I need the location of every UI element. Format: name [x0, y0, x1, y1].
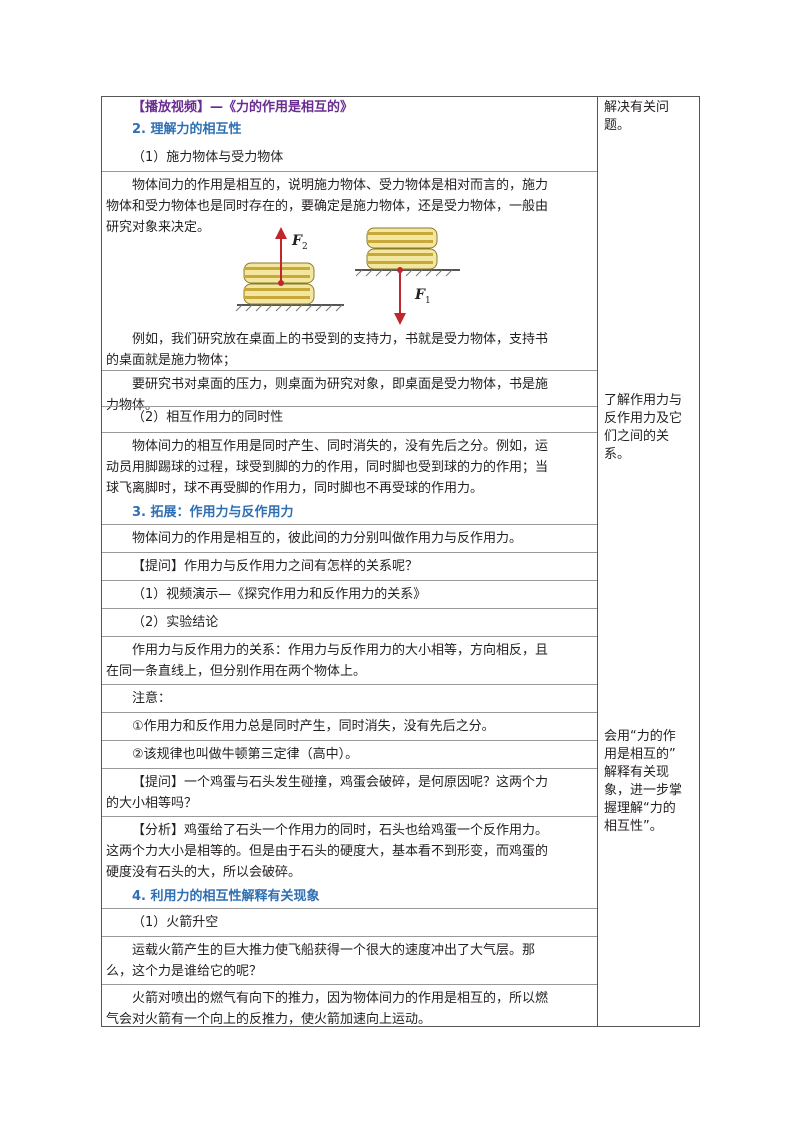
objective-1: 解决有关问 题。 — [604, 100, 670, 133]
question-line: 的大小相等吗？ — [106, 796, 198, 811]
section-heading-3: 3. 拓展：作用力与反作用力 — [132, 505, 294, 520]
list-item: （1）视频演示—《探究作用力和反作用力的关系》 — [132, 587, 427, 602]
row-divider — [102, 984, 597, 985]
row-divider — [102, 580, 597, 581]
row-divider — [102, 936, 597, 937]
force-sub-2: 2 — [302, 242, 308, 252]
paragraph-line: 气会对火箭有一个向上的反推力，使火箭加速向上运动。 — [106, 1012, 432, 1026]
note-label: 注意： — [132, 691, 172, 706]
row-divider — [102, 908, 597, 909]
book-top-right — [366, 227, 438, 249]
row-divider — [102, 608, 597, 609]
paragraph-line: 例如，我们研究放在桌面上的书受到的支持力，书就是受力物体，支持书 — [132, 332, 549, 347]
row-divider — [102, 171, 597, 172]
paragraph-line: 要研究书对桌面的压力，则桌面为研究对象，即桌面是受力物体，书是施 — [132, 377, 549, 392]
lesson-table — [101, 96, 700, 1027]
paragraph-line: 的桌面就是施力物体； — [106, 353, 237, 368]
force-sub-1: 1 — [425, 296, 431, 306]
note-item: ②该规律也叫做牛顿第三定律（高中）。 — [132, 747, 359, 762]
row-divider — [102, 712, 597, 713]
objective-3: 会用“力的作 用是相互的” 解释有关现 象，进一步掌 握理解“力的 相互性”。 — [604, 729, 683, 834]
section-heading-4: 4. 利用力的相互性解释有关现象 — [132, 889, 320, 904]
note-item: ①作用力和反作用力总是同时产生，同时消失，没有先后之分。 — [132, 719, 495, 734]
books-force-figure: F 2 F 1 — [235, 227, 460, 325]
row-divider — [102, 768, 597, 769]
paragraph-line: 作用力与反作用力的关系：作用力与反作用力的大小相等，方向相反，且 — [132, 643, 549, 658]
row-divider — [102, 684, 597, 685]
row-divider — [102, 432, 597, 433]
row-divider — [102, 524, 597, 525]
subheading-2: （2）相互作用力的同时性 — [132, 410, 284, 425]
objective-2: 了解作用力与 反作用力及它 们之间的关 系。 — [604, 393, 683, 462]
analysis-line: 硬度没有石头的大，所以会破碎。 — [106, 865, 302, 880]
paragraph-line: 研究对象来决定。 — [106, 220, 211, 235]
paragraph-line: 球飞离脚时，球不再受脚的作用力，同时脚也不再受球的作用力。 — [106, 481, 484, 496]
row-divider — [102, 370, 597, 371]
paragraph-line: 物体间力的作用是相互的，彼此间的力分别叫做作用力与反作用力。 — [132, 531, 523, 546]
force-label-f1: F — [414, 287, 426, 303]
paragraph-line: 运载火箭产生的巨大推力使飞船获得一个很大的速度冲出了大气层。那 — [132, 943, 536, 958]
analysis-line: 这两个力大小是相等的。但是由于石头的硬度大，基本看不到形变，而鸡蛋的 — [106, 844, 549, 859]
video-heading: 【播放视频】—《力的作用是相互的》 — [132, 100, 354, 115]
paragraph-line: 么，这个力是谁给它的呢？ — [106, 964, 263, 979]
column-divider — [597, 96, 598, 1027]
row-divider — [102, 636, 597, 637]
paragraph-line: 动员用脚踢球的过程，球受到脚的力的作用，同时脚也受到球的力的作用；当 — [106, 460, 549, 475]
paragraph-line: 火箭对喷出的燃气有向下的推力，因为物体间力的作用是相互的，所以燃 — [132, 991, 549, 1006]
book-top-left — [243, 262, 315, 284]
paragraph-line: 物体和受力物体也是同时存在的，要确定是施力物体，还是受力物体，一般由 — [106, 199, 549, 214]
question-line: 【提问】一个鸡蛋与石头发生碰撞，鸡蛋会破碎，是何原因呢？这两个力 — [132, 775, 549, 790]
paragraph-line: 物体间力的相互作用是同时产生、同时消失的，没有先后之分。例如，运 — [132, 439, 549, 454]
teaching-content-column: 【播放视频】—《力的作用是相互的》 2. 理解力的相互性 （1）施力物体与受力物… — [102, 97, 597, 1026]
row-divider — [102, 740, 597, 741]
section-heading-2: 2. 理解力的相互性 — [132, 122, 242, 137]
objectives-column: 解决有关问 题。 了解作用力与 反作用力及它 们之间的关 系。 会用“力的作 用… — [598, 97, 699, 1026]
row-divider — [102, 552, 597, 553]
question-line: 【提问】作用力与反作用力之间有怎样的关系呢？ — [132, 559, 419, 574]
analysis-line: 【分析】鸡蛋给了石头一个作用力的同时，石头也给鸡蛋一个反作用力。 — [132, 823, 549, 838]
paragraph-line: 物体间力的作用是相互的，说明施力物体、受力物体是相对而言的，施力 — [132, 178, 549, 193]
list-item: （2）实验结论 — [132, 615, 219, 630]
paragraph-line: 在同一条直线上，但分别作用在两个物体上。 — [106, 664, 367, 679]
book-bottom-left — [243, 283, 315, 305]
row-divider — [102, 406, 597, 407]
force-label-f2: F — [291, 233, 303, 249]
book-bottom-right — [366, 248, 438, 270]
paragraph-line: 力物体。 — [106, 398, 159, 413]
subheading-1: （1）施力物体与受力物体 — [132, 150, 284, 165]
row-divider — [102, 816, 597, 817]
subheading-rocket: （1）火箭升空 — [132, 915, 219, 930]
